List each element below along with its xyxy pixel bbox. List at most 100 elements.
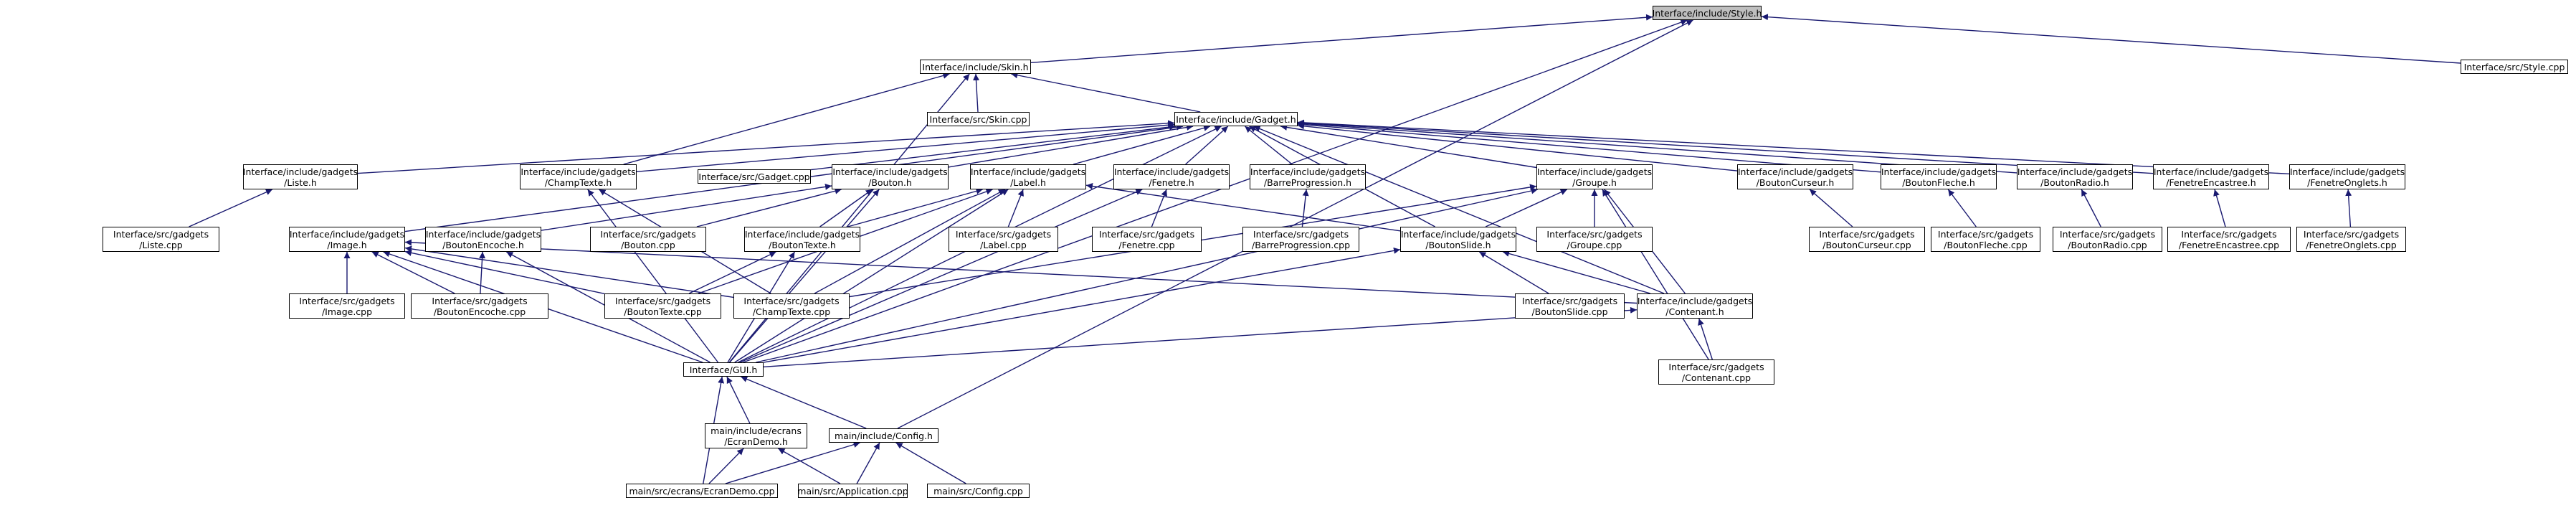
- node-boutonslide-cpp[interactable]: Interface/src/gadgets/BoutonSlide.cpp: [1515, 293, 1625, 319]
- node-fenetreonglets-cpp[interactable]: Interface/src/gadgets/FenetreOnglets.cpp: [2296, 227, 2406, 252]
- node-label-line: /ChampTexte.h: [544, 177, 612, 188]
- edge-gui-h-to-contenant-h: [763, 306, 1638, 367]
- node-label-line: Interface/include/gadgets: [832, 166, 948, 177]
- node-boutonencoche-h[interactable]: Interface/include/gadgets/BoutonEncoche.…: [425, 227, 541, 252]
- edge-ecrandemo-h-to-gui-h: [726, 376, 751, 424]
- edge-config-h-to-gui-h: [741, 376, 867, 429]
- edge-application-cpp-to-ecrandemo-h: [778, 448, 841, 484]
- node-boutontexte-h[interactable]: Interface/include/gadgets/BoutonTexte.h: [744, 227, 860, 252]
- edge-boutonslide-h-to-groupe-h: [1485, 189, 1568, 227]
- node-gadget-h[interactable]: Interface/include/Gadget.h: [1174, 112, 1298, 126]
- node-boutontexte-cpp[interactable]: Interface/src/gadgets/BoutonTexte.cpp: [604, 293, 721, 319]
- node-label-line: /BarreProgression.cpp: [1251, 239, 1351, 250]
- edge-boutonencoche-cpp-to-boutonencoche-h: [479, 251, 486, 294]
- edge-gui-h-to-label-h: [734, 189, 1009, 363]
- node-label-line: Interface/include/gadgets: [744, 228, 860, 240]
- node-label-line: /Fenetre.cpp: [1118, 239, 1175, 250]
- node-barreprog-h[interactable]: Interface/include/gadgets/BarreProgressi…: [1250, 164, 1366, 189]
- node-label-line: Interface/src/gadgets: [432, 295, 528, 306]
- node-gui-h[interactable]: Interface/GUI.h: [683, 362, 764, 377]
- node-liste-h[interactable]: Interface/include/gadgets/Liste.h: [243, 164, 358, 189]
- edge-contenant-h-to-boutonslide-h: [1502, 250, 1651, 294]
- node-label-line: /BoutonCurseur.h: [1756, 177, 1835, 188]
- node-fenetre-cpp[interactable]: Interface/src/gadgets/Fenetre.cpp: [1092, 227, 1202, 252]
- node-boutonradio-cpp[interactable]: Interface/src/gadgets/BoutonRadio.cpp: [2053, 227, 2162, 252]
- edge-boutoncurseur-cpp-to-boutoncurseur-h: [1809, 189, 1853, 227]
- node-boutonfleche-h[interactable]: Interface/include/gadgets/BoutonFleche.h: [1881, 164, 1997, 189]
- node-gadget-cpp[interactable]: Interface/src/Gadget.cpp: [698, 169, 811, 184]
- node-bouton-cpp[interactable]: Interface/src/gadgets/Bouton.cpp: [590, 227, 706, 252]
- node-label-line: Interface/include/gadgets: [289, 228, 405, 240]
- node-groupe-h[interactable]: Interface/include/gadgets/Groupe.h: [1536, 164, 1653, 189]
- node-label-line: /Label.cpp: [980, 239, 1027, 250]
- node-label-line: /BarreProgression.h: [1263, 177, 1352, 188]
- node-label-line: /BoutonTexte.h: [769, 239, 836, 250]
- node-label-line: /Label.h: [1010, 177, 1046, 188]
- node-contenant-h[interactable]: Interface/include/gadgets/Contenant.h: [1637, 293, 1753, 319]
- node-label-line: main/src/Config.cpp: [933, 485, 1023, 497]
- node-style-h[interactable]: Interface/include/Style.h: [1653, 6, 1762, 20]
- edge-bouton-cpp-to-bouton-h: [696, 187, 842, 227]
- edge-boutonslide-h-to-label-h: [1085, 183, 1401, 232]
- node-config-cpp[interactable]: main/src/Config.cpp: [927, 484, 1030, 498]
- node-liste-cpp[interactable]: Interface/src/gadgets/Liste.cpp: [103, 227, 219, 252]
- edge-gui-h-to-bouton-h: [729, 189, 880, 363]
- edge-contenant-h-to-gadget-h: [1253, 126, 1665, 294]
- node-label-line: Interface/src/gadgets: [2059, 228, 2156, 240]
- node-label-line: Interface/include/gadgets: [1250, 166, 1366, 177]
- node-champtexte-h[interactable]: Interface/include/gadgets/ChampTexte.h: [520, 164, 637, 189]
- node-boutoncurseur-h[interactable]: Interface/include/gadgets/BoutonCurseur.…: [1737, 164, 1853, 189]
- node-skin-cpp[interactable]: Interface/src/Skin.cpp: [927, 112, 1030, 126]
- edge-gui-h-to-boutonslide-h: [763, 247, 1401, 363]
- node-label-line: /Groupe.cpp: [1567, 239, 1622, 250]
- edge-gui-h-to-champtexte-h: [587, 189, 719, 363]
- node-label-line: /BoutonSlide.cpp: [1531, 306, 1608, 317]
- node-fenetreonglets-h[interactable]: Interface/include/gadgets/FenetreOnglets…: [2289, 164, 2405, 189]
- node-boutonfleche-cpp[interactable]: Interface/src/gadgets/BoutonFleche.cpp: [1931, 227, 2040, 252]
- edge-contenant-h-to-image-h: [404, 239, 1638, 304]
- node-boutonradio-h[interactable]: Interface/include/gadgets/BoutonRadio.h: [2017, 164, 2133, 189]
- node-bouton-h[interactable]: Interface/include/gadgets/Bouton.h: [832, 164, 949, 189]
- node-skin-h[interactable]: Interface/include/Skin.h: [920, 60, 1031, 74]
- node-label-line: Interface/src/gadgets: [1521, 295, 1618, 306]
- edge-champtexte-h-to-skin-h: [623, 72, 950, 165]
- node-fenetreencastree-h[interactable]: Interface/include/gadgets/FenetreEncastr…: [2153, 164, 2269, 189]
- edge-skin-cpp-to-skin-h: [973, 73, 980, 113]
- node-label-line: Interface/src/gadgets: [1937, 228, 2034, 240]
- node-label-line: Interface/src/gadgets: [1253, 228, 1349, 240]
- node-contenant-cpp[interactable]: Interface/src/gadgets/Contenant.cpp: [1658, 359, 1774, 385]
- node-image-h[interactable]: Interface/include/gadgets/Image.h: [289, 227, 405, 252]
- node-label-line: /Image.h: [327, 239, 367, 250]
- edge-champtexte-cpp-to-image-h: [404, 245, 734, 298]
- node-ecrandemo-cpp[interactable]: main/src/ecrans/EcranDemo.cpp: [626, 484, 778, 498]
- node-fenetreencastree-cpp[interactable]: Interface/src/gadgets/FenetreEncastree.c…: [2167, 227, 2291, 252]
- node-label-line: main/src/ecrans/EcranDemo.cpp: [629, 485, 775, 497]
- node-barreprog-cpp[interactable]: Interface/src/gadgets/BarreProgression.c…: [1242, 227, 1359, 252]
- edge-label-h-to-gadget-h: [1073, 125, 1211, 165]
- node-style-cpp[interactable]: Interface/src/Style.cpp: [2461, 60, 2568, 74]
- node-fenetre-h[interactable]: Interface/include/gadgets/Fenetre.h: [1113, 164, 1230, 189]
- node-label-line: Interface/include/gadgets: [2017, 166, 2133, 177]
- node-label-line: /BoutonEncoche.h: [442, 239, 524, 250]
- node-label-line: Interface/src/gadgets: [299, 295, 395, 306]
- node-groupe-cpp[interactable]: Interface/src/gadgets/Groupe.cpp: [1536, 227, 1653, 252]
- edge-contenant-cpp-to-groupe-h: [1602, 189, 1709, 360]
- node-label-cpp[interactable]: Interface/src/gadgets/Label.cpp: [949, 227, 1058, 252]
- node-config-h[interactable]: main/include/Config.h: [829, 428, 938, 443]
- node-champtexte-cpp[interactable]: Interface/src/gadgets/ChampTexte.cpp: [733, 293, 850, 319]
- node-boutoncurseur-cpp[interactable]: Interface/src/gadgets/BoutonCurseur.cpp: [1809, 227, 1925, 252]
- node-label-line: /BoutonFleche.h: [1902, 177, 1975, 188]
- node-application-cpp[interactable]: main/src/Application.cpp: [797, 484, 908, 498]
- node-label-line: Interface/src/gadgets: [600, 228, 696, 240]
- edge-application-cpp-to-config-h: [856, 442, 880, 484]
- node-label-line: /Groupe.h: [1572, 177, 1617, 188]
- node-label-line: /EcranDemo.h: [724, 436, 788, 447]
- node-label-line: Interface/include/gadgets: [1536, 166, 1653, 177]
- node-boutonencoche-cpp[interactable]: Interface/src/gadgets/BoutonEncoche.cpp: [411, 293, 548, 319]
- node-label-h[interactable]: Interface/include/gadgets/Label.h: [970, 164, 1086, 189]
- node-label-line: /BoutonEncoche.cpp: [433, 306, 526, 317]
- node-boutonslide-h[interactable]: Interface/include/gadgets/BoutonSlide.h: [1400, 227, 1516, 252]
- node-label-line: /Image.cpp: [321, 306, 373, 317]
- node-image-cpp[interactable]: Interface/src/gadgets/Image.cpp: [289, 293, 405, 319]
- node-ecrandemo-h[interactable]: main/include/ecrans/EcranDemo.h: [705, 423, 807, 448]
